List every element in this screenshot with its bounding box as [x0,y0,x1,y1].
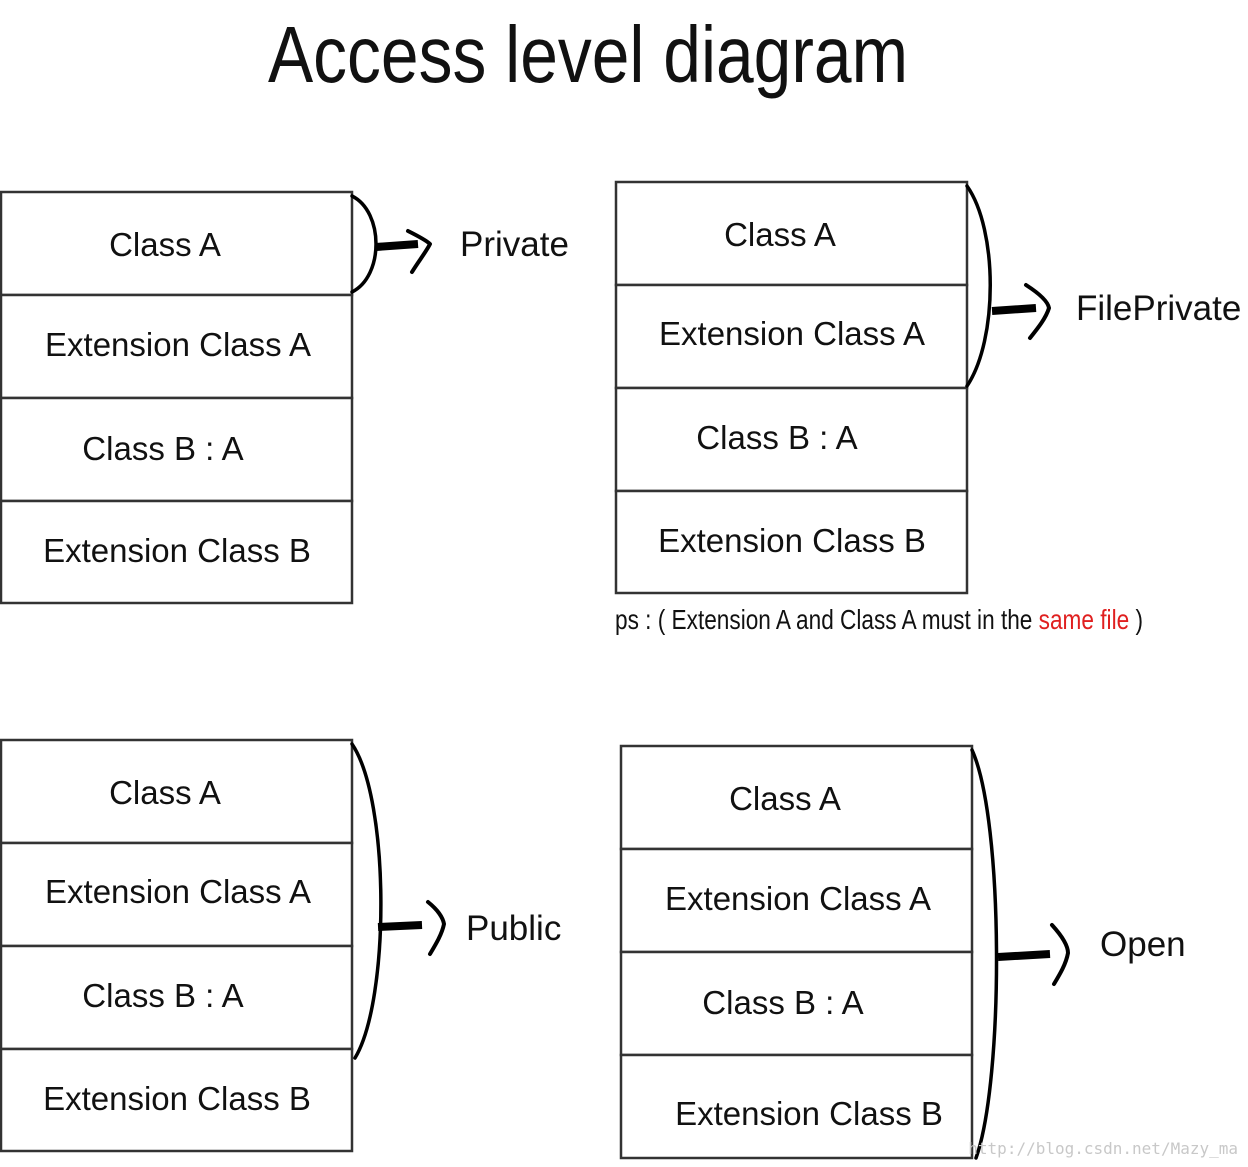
stack-box [0,944,354,1051]
box-label-extension-class-a: Extension Class A [45,326,311,363]
access-level-label: FilePrivate [1076,289,1241,328]
scope-brace [965,184,992,388]
diagram-title: Access level diagram [268,10,908,99]
stack-box [619,1053,974,1160]
class-stack: Class A Extension Class A Class B : A Ex… [614,180,969,595]
stack-box [614,283,969,390]
box-label-extension-class-b: Extension Class B [43,1080,311,1117]
box-label-class-a: Class A [729,780,841,817]
box-label-extension-class-a: Extension Class A [665,880,931,917]
box-label-class-b: Class B : A [702,984,863,1021]
box-label-extension-class-b: Extension Class B [675,1095,943,1132]
class-stack: Class A Extension Class A Class B : A Ex… [0,738,354,1153]
arrow-icon [377,900,446,956]
box-label-class-b: Class B : A [82,977,243,1014]
note-highlight: same file [1039,604,1130,635]
box-label-class-b: Class B : A [82,430,243,467]
arrow-icon [375,229,432,274]
panel-public: Class A Extension Class A Class B : A Ex… [0,738,561,1153]
box-label-extension-class-b: Extension Class B [43,532,311,569]
access-level-label: Open [1100,925,1186,964]
panel-fileprivate: Class A Extension Class A Class B : A Ex… [614,180,1241,595]
arrow-icon [991,283,1051,340]
access-level-label: Private [460,225,569,264]
arrow-icon [997,923,1070,986]
class-stack: Class A Extension Class A Class B : A Ex… [0,190,354,605]
scope-brace [970,748,999,1160]
box-label-class-a: Class A [724,216,836,253]
scope-brace [350,742,383,1060]
box-label-extension-class-a: Extension Class A [659,315,925,352]
stack-box [0,190,354,297]
stack-box [619,847,974,954]
stack-box [0,396,354,503]
note-prefix: ps : ( Extension A and Class A must in t… [615,604,1039,635]
note-suffix: ) [1135,604,1143,635]
access-level-label: Public [466,909,561,948]
watermark-text: http://blog.csdn.net/Mazy_ma [968,1139,1238,1158]
panel-open: Class A Extension Class A Class B : A Ex… [619,744,1186,1160]
stack-box [614,489,969,595]
stack-box [0,499,354,605]
fileprivate-note: ps : ( Extension A and Class A must in t… [615,604,1143,635]
panel-private: Class A Extension Class A Class B : A Ex… [0,190,569,605]
scope-brace [350,194,378,294]
stack-box [0,841,354,948]
class-stack: Class A Extension Class A Class B : A Ex… [619,744,974,1160]
box-label-class-a: Class A [109,774,221,811]
box-label-class-a: Class A [109,226,221,263]
box-label-extension-class-a: Extension Class A [45,873,311,910]
box-label-extension-class-b: Extension Class B [658,522,926,559]
stack-box [0,293,354,400]
box-label-class-b: Class B : A [696,419,857,456]
stack-box [0,1047,354,1153]
